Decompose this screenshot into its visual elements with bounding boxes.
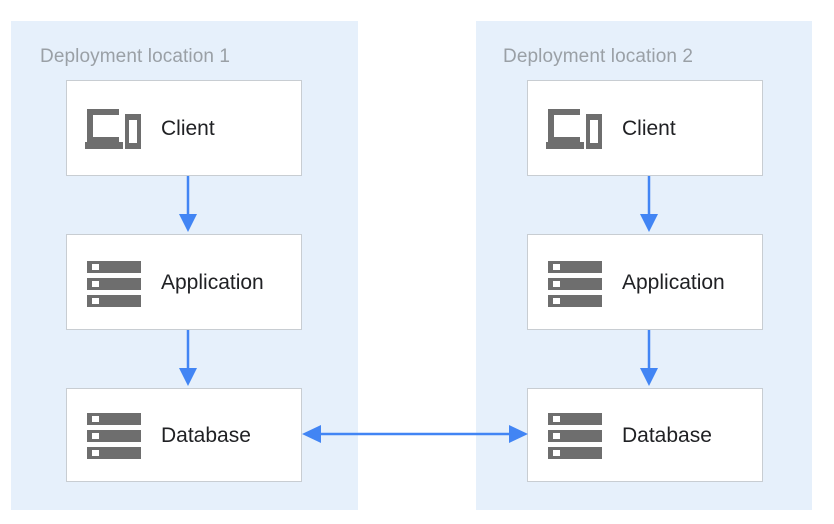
devices-icon <box>546 106 602 157</box>
region-label-deployment-location-1: Deployment location 1 <box>40 46 231 67</box>
node-database-2[interactable]: Database <box>527 388 763 482</box>
node-label-client-2: Client <box>622 117 676 140</box>
node-application-1[interactable]: Application <box>66 234 302 330</box>
devices-icon <box>85 106 141 157</box>
node-label-database-1: Database <box>161 424 251 447</box>
server-stack-icon <box>548 413 602 464</box>
node-label-client-1: Client <box>161 117 215 140</box>
node-client-2[interactable]: Client <box>527 80 763 176</box>
node-label-database-2: Database <box>622 424 712 447</box>
arrow-database-1-to-database-2 <box>302 425 528 443</box>
node-application-2[interactable]: Application <box>527 234 763 330</box>
arrow-application-1-to-database-1 <box>179 330 197 386</box>
server-stack-icon <box>87 413 141 464</box>
arrow-application-2-to-database-2 <box>640 330 658 386</box>
server-stack-icon <box>548 261 602 312</box>
arrow-client-1-to-application-1 <box>179 176 197 232</box>
node-client-1[interactable]: Client <box>66 80 302 176</box>
server-stack-icon <box>87 261 141 312</box>
node-database-1[interactable]: Database <box>66 388 302 482</box>
arrow-client-2-to-application-2 <box>640 176 658 232</box>
region-label-deployment-location-2: Deployment location 2 <box>503 46 694 67</box>
node-label-application-2: Application <box>622 271 725 294</box>
node-label-application-1: Application <box>161 271 264 294</box>
